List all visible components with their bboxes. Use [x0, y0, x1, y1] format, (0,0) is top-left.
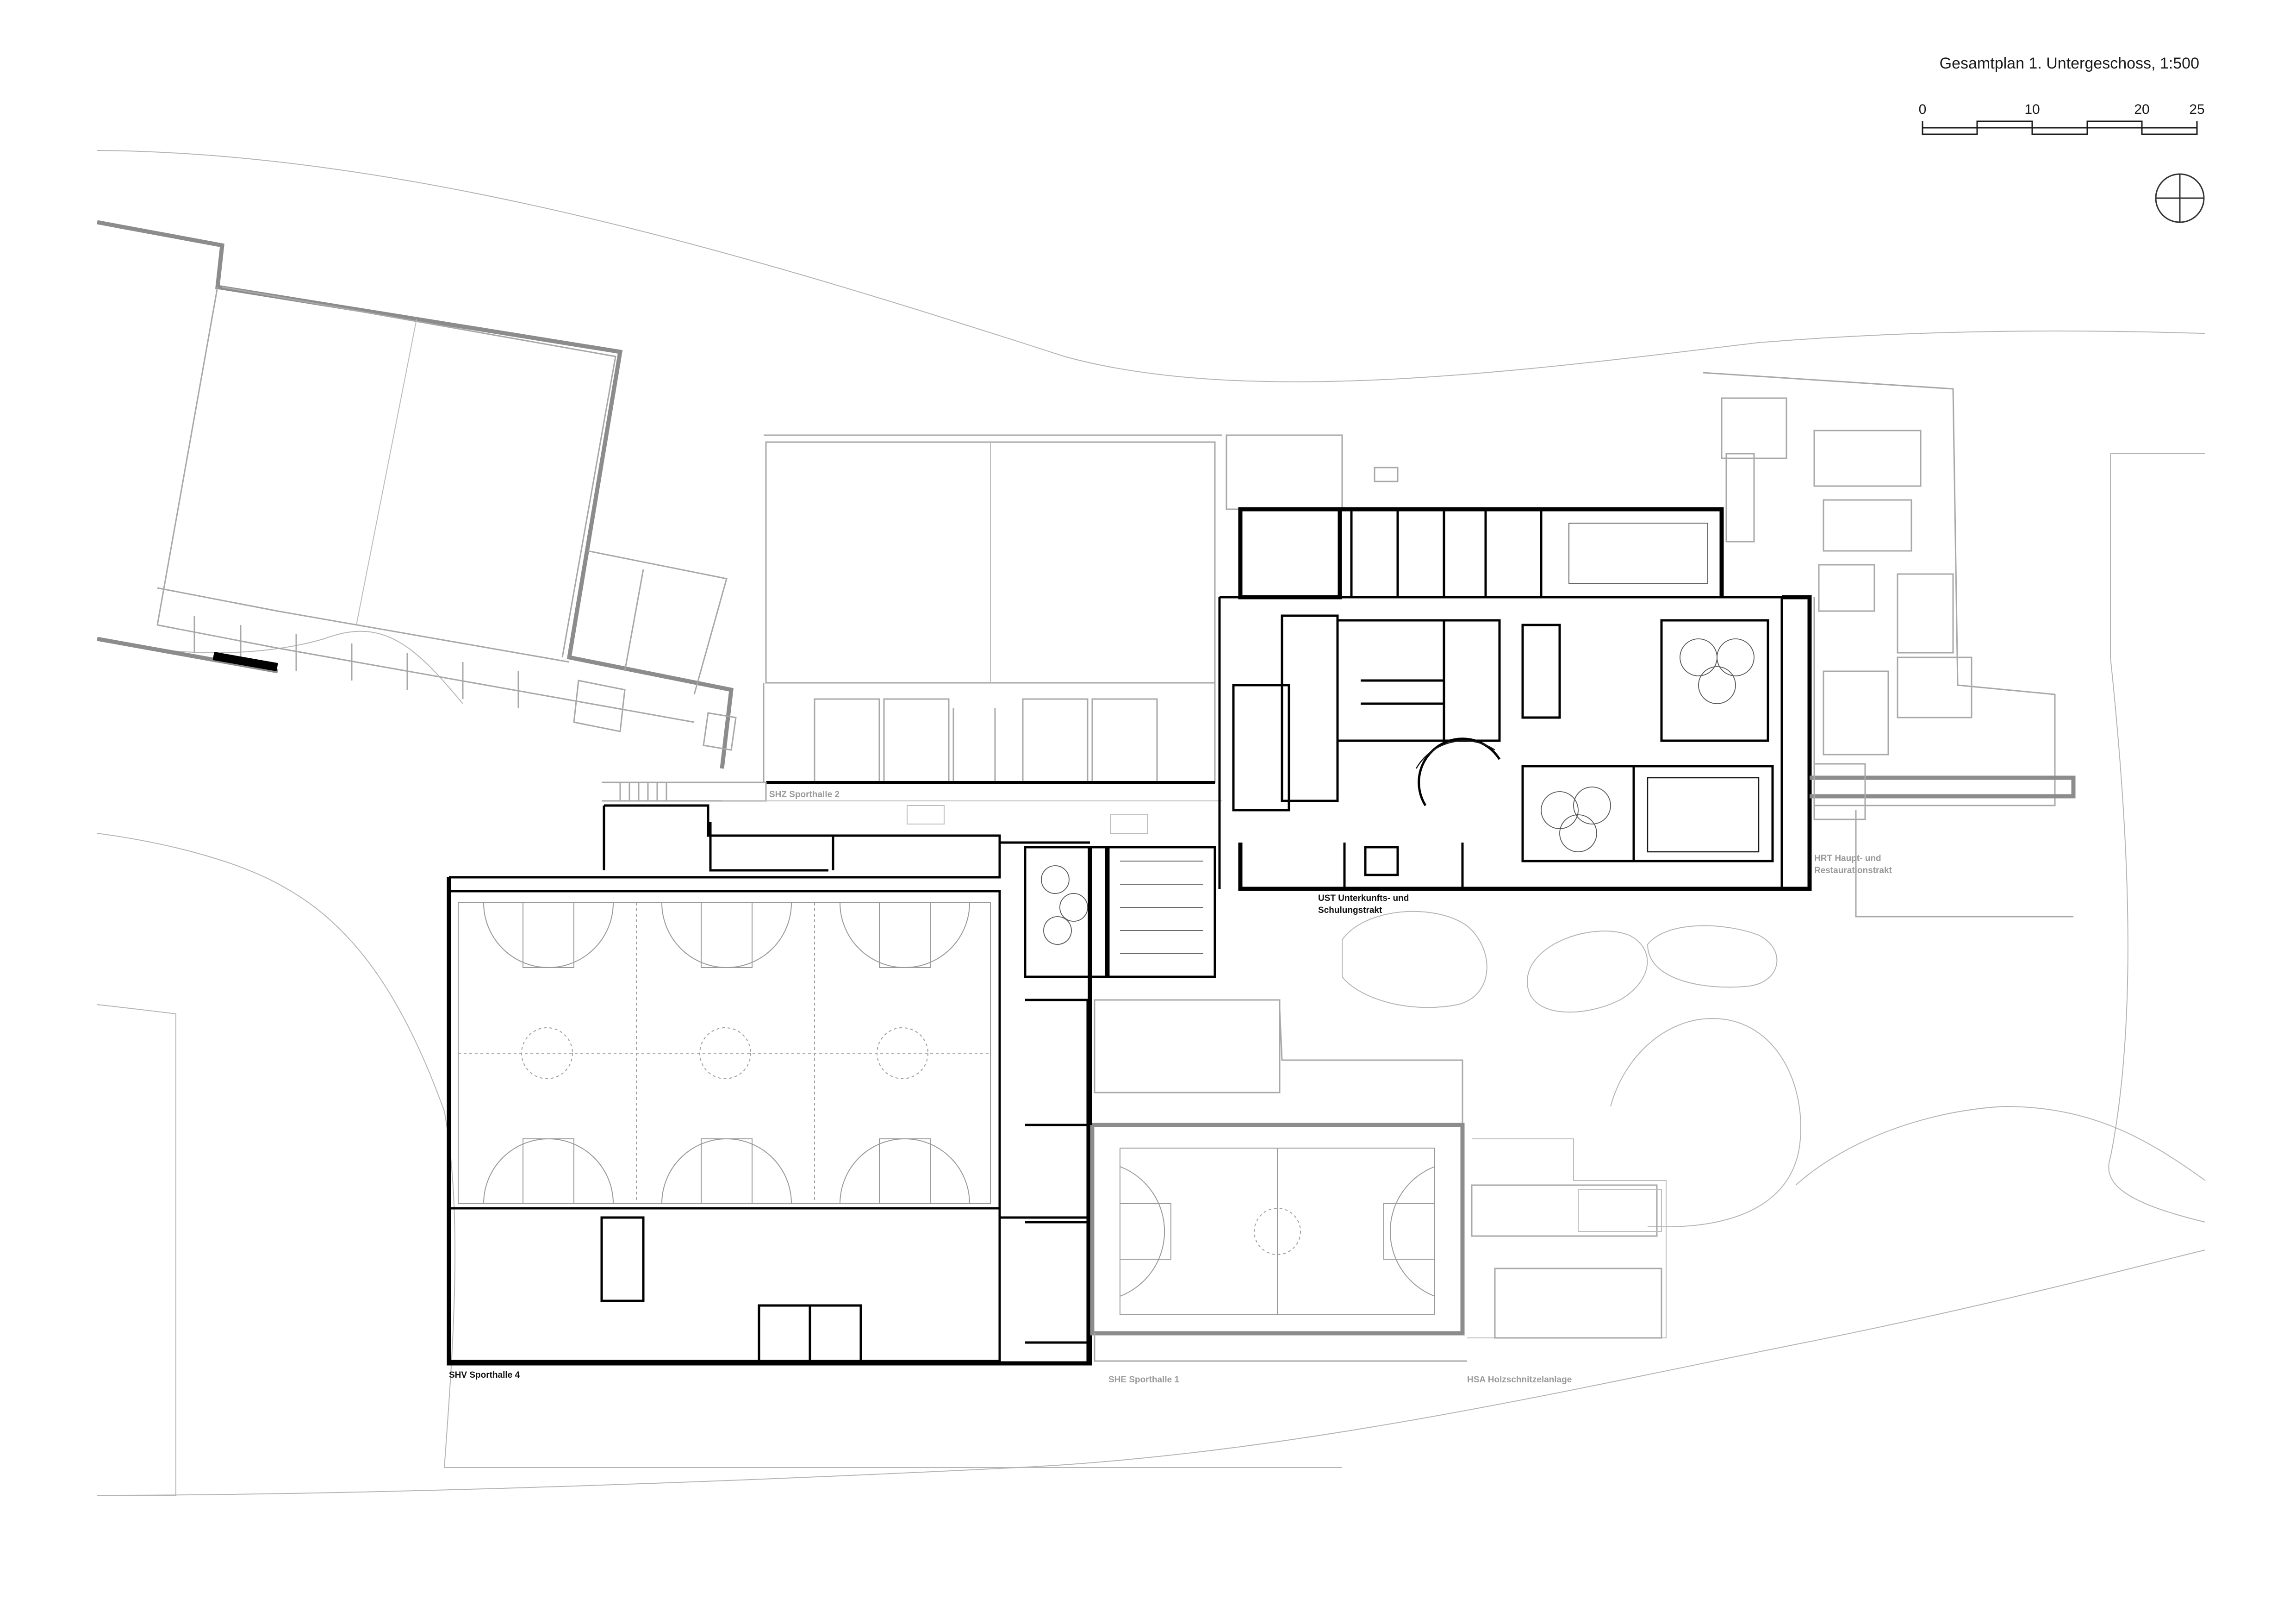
- middle-core: [1024, 846, 1216, 1344]
- label-shv: SHV Sporthalle 4: [449, 1370, 520, 1380]
- label-shz: SHZ Sporthalle 2: [769, 790, 840, 800]
- scale-tick-10: 10: [2024, 102, 2040, 117]
- hrt-haupt-und-restaurationstrakt: [1703, 372, 2076, 918]
- scale-tick-20: 20: [2134, 102, 2149, 117]
- label-ust-1: UST Unterkunfts- und: [1318, 893, 1409, 903]
- scale-bar: 0 10 20 25: [1919, 102, 2205, 135]
- scale-tick-0: 0: [1919, 102, 1927, 117]
- terrain-lines: [97, 150, 2206, 1496]
- scale-tick-25: 25: [2189, 102, 2204, 117]
- north-arrow-icon: [2155, 173, 2205, 223]
- shz-sporthalle-2: [602, 434, 1399, 834]
- context-building-northwest: [97, 220, 737, 769]
- shv-courts: [458, 902, 991, 1204]
- label-hrt-1: HRT Haupt- und: [1814, 854, 1881, 863]
- label-hsa: HSA Holzschnitzelanlage: [1467, 1375, 1572, 1385]
- ust-unterkunfts-und-schulungstrakt: [1218, 507, 1812, 891]
- shv-sporthalle-4: [447, 804, 1092, 1366]
- hsa-holzschnitzelanlage: [1467, 1138, 1667, 1339]
- label-hrt-2: Restaurationstrakt: [1814, 866, 1892, 875]
- plan-title: Gesamtplan 1. Untergeschoss, 1:500: [1940, 55, 2199, 72]
- label-ust-2: Schulungstrakt: [1318, 906, 1382, 915]
- label-she: SHE Sporthalle 1: [1108, 1375, 1180, 1385]
- she-sporthalle-1: [1090, 999, 1467, 1362]
